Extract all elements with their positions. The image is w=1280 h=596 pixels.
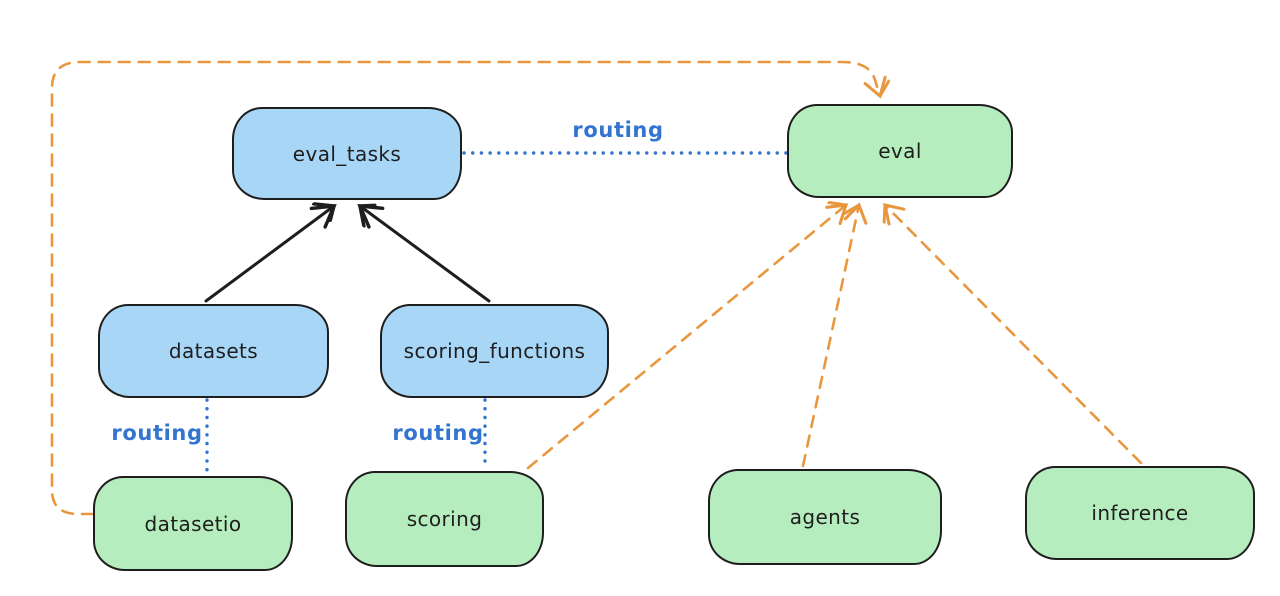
edge-scoring-to-eval — [526, 205, 846, 470]
node-datasets: datasets — [98, 304, 329, 398]
node-eval-tasks: eval_tasks — [232, 107, 462, 200]
node-agents: agents — [708, 469, 942, 565]
edge-label-routing-datasets-datasetio: routing — [111, 421, 203, 445]
node-datasetio-label: datasetio — [144, 511, 242, 536]
edge-inference-to-eval — [885, 205, 1143, 465]
node-datasetio: datasetio — [93, 476, 293, 571]
node-inference: inference — [1025, 466, 1255, 560]
edge-scoring-functions-to-eval-tasks — [360, 206, 491, 303]
node-eval: eval — [787, 104, 1013, 198]
edge-datasetio-to-eval-loop — [50, 60, 880, 516]
edge-datasets-to-eval-tasks — [204, 206, 334, 303]
edge-label-routing-eval-tasks-eval: routing — [572, 118, 664, 142]
node-eval-tasks-label: eval_tasks — [292, 141, 402, 166]
node-scoring: scoring — [345, 471, 544, 567]
node-datasets-label: datasets — [168, 339, 259, 363]
edge-label-routing-scoring-functions-scoring: routing — [392, 421, 484, 445]
node-scoring-label: scoring — [406, 507, 483, 531]
edge-agents-to-eval — [801, 205, 859, 468]
node-inference-label: inference — [1091, 501, 1189, 525]
node-eval-label: eval — [878, 139, 922, 163]
node-agents-label: agents — [789, 505, 861, 529]
node-scoring-functions: scoring_functions — [380, 304, 609, 398]
node-scoring-functions-label: scoring_functions — [403, 339, 586, 363]
